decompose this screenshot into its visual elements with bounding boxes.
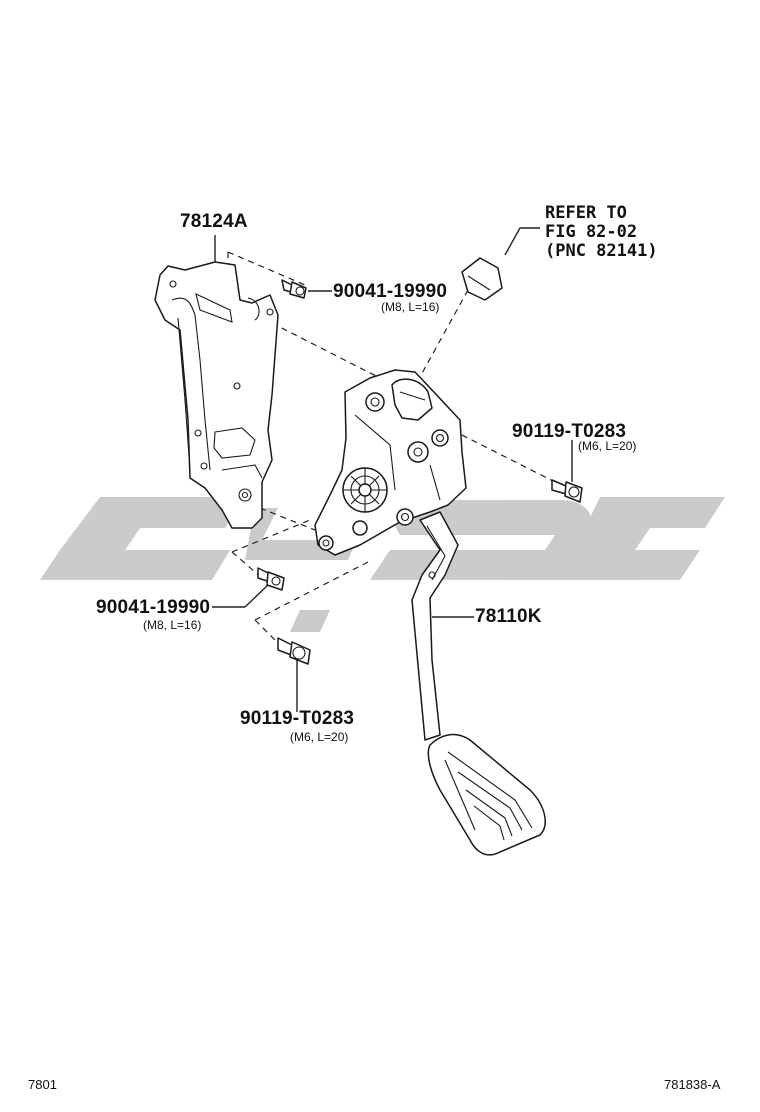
bolt-bottom-spec: (M6, L=20) <box>290 730 349 744</box>
bracket-part-number: 78124A <box>180 211 248 232</box>
bolt-right-lower-part-number: 90119-T0283 <box>512 421 627 442</box>
diagram-id: 781838-A <box>664 1077 721 1092</box>
bolt-left-spec: (M8, L=16) <box>143 618 202 632</box>
pedal-bracket <box>154 261 279 529</box>
bolt-upper-right-part-number: 90041-19990 <box>333 281 448 302</box>
bolt-left <box>257 567 285 591</box>
pedal-assembly-part-number: 78110K <box>475 606 542 627</box>
bolt-bottom-part-number: 90119-T0283 <box>240 708 355 729</box>
accelerator-pedal-assembly <box>314 257 546 856</box>
bolt-upper-right <box>281 279 307 299</box>
connector-reference-line2: FIG 82-02 <box>545 222 638 242</box>
connector-reference-line1: REFER TO <box>545 203 627 223</box>
figure-number: 7801 <box>28 1077 57 1092</box>
bolt-upper-right-spec: (M8, L=16) <box>381 300 440 314</box>
leader-lines <box>212 227 573 712</box>
bolt-bottom <box>277 637 311 665</box>
bolt-right-lower-spec: (M6, L=20) <box>578 439 637 453</box>
bolt-left-part-number: 90041-19990 <box>96 597 211 618</box>
bolt-right-lower <box>551 479 583 503</box>
connector-reference-line3: (PNC 82141) <box>545 241 658 261</box>
